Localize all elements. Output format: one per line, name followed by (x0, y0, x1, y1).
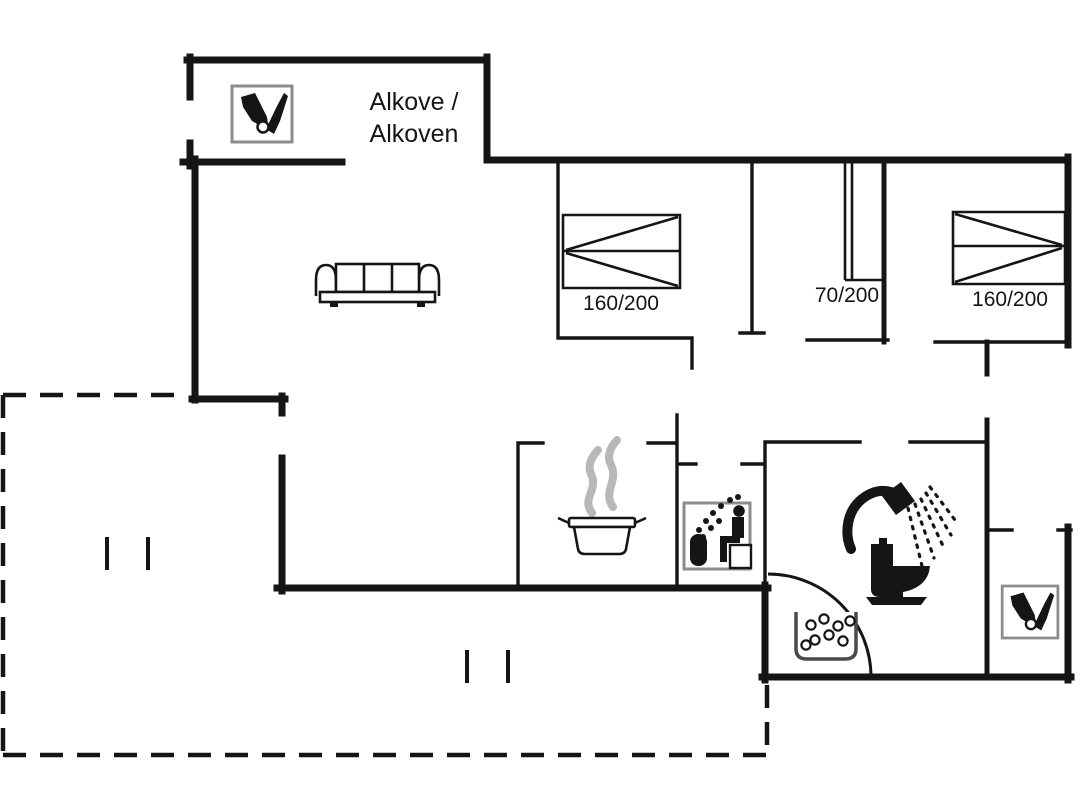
door-swing-arc (767, 572, 873, 678)
bed-double-right: 160/200 (951, 210, 1067, 311)
toilet-icon (866, 538, 930, 605)
bed-single-middle: 70/200 (815, 161, 882, 307)
bed-size-label: 160/200 (583, 292, 659, 315)
bed-double-left: 160/200 (561, 213, 682, 315)
sofa-icon (314, 262, 441, 307)
cooking-pot-icon (557, 436, 647, 556)
cloakroom-icon (1000, 584, 1060, 640)
sauna-icon (682, 494, 753, 571)
terrace-step-marks (105, 537, 510, 683)
shower-icon (842, 482, 957, 568)
terrace-outline (0, 392, 770, 758)
alcove-label: Alkove / Alkoven (370, 88, 459, 148)
cloakroom-icon (230, 84, 294, 144)
alcove-label-line1: Alkove / (370, 88, 459, 116)
bed-size-label: 160/200 (972, 288, 1048, 311)
walls (179, 53, 1075, 684)
alcove-label-line2: Alkoven (370, 120, 459, 148)
whirlpool-icon (794, 612, 858, 661)
bed-size-label: 70/200 (815, 284, 879, 307)
